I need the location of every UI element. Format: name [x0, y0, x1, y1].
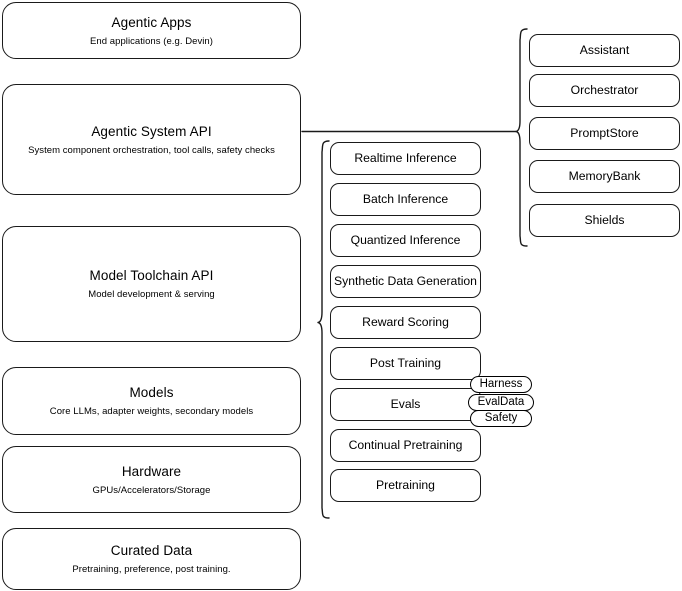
toolchain-item-label: Synthetic Data Generation — [334, 274, 477, 288]
evals-chip-label: Safety — [484, 412, 518, 424]
system-item-label: MemoryBank — [568, 169, 641, 183]
layer-hardware[interactable]: Hardware GPUs/Accelerators/Storage — [2, 446, 301, 513]
system-item-memorybank[interactable]: MemoryBank — [529, 160, 680, 193]
layer-subtitle: GPUs/Accelerators/Storage — [92, 484, 211, 496]
layer-agentic-apps[interactable]: Agentic Apps End applications (e.g. Devi… — [2, 2, 301, 59]
toolchain-item-label: Batch Inference — [362, 192, 449, 206]
layer-title: Curated Data — [110, 543, 193, 558]
system-item-shields[interactable]: Shields — [529, 204, 680, 237]
toolchain-item-label: Post Training — [369, 356, 442, 370]
layer-subtitle: Model development & serving — [88, 289, 215, 300]
system-item-promptstore[interactable]: PromptStore — [529, 117, 680, 150]
layer-subtitle: Core LLMs, adapter weights, secondary mo… — [49, 406, 254, 417]
layer-subtitle: End applications (e.g. Devin) — [90, 35, 213, 47]
layer-subtitle: Pretraining, preference, post training. — [72, 564, 231, 575]
toolchain-item-quantized-inference[interactable]: Quantized Inference — [330, 224, 481, 257]
system-item-orchestrator[interactable]: Orchestrator — [529, 74, 680, 107]
layer-title: Agentic System API — [91, 123, 212, 139]
evals-chip-harness[interactable]: Harness — [470, 376, 532, 393]
layer-curated-data[interactable]: Curated Data Pretraining, preference, po… — [2, 528, 301, 590]
system-item-label: Assistant — [579, 43, 630, 57]
layer-title: Models — [129, 385, 174, 400]
layer-title: Agentic Apps — [111, 14, 192, 30]
evals-chip-label: EvalData — [477, 396, 525, 408]
layer-title: Model Toolchain API — [89, 268, 214, 283]
layer-models[interactable]: Models Core LLMs, adapter weights, secon… — [2, 367, 301, 435]
toolchain-item-batch-inference[interactable]: Batch Inference — [330, 183, 481, 216]
toolchain-item-evals[interactable]: Evals — [330, 388, 481, 421]
system-item-label: Orchestrator — [570, 83, 639, 97]
toolchain-item-synthetic-data-generation[interactable]: Synthetic Data Generation — [330, 265, 481, 298]
toolchain-item-reward-scoring[interactable]: Reward Scoring — [330, 306, 481, 339]
toolchain-item-pretraining[interactable]: Pretraining — [330, 469, 481, 502]
toolchain-item-label: Quantized Inference — [350, 233, 461, 247]
brace-system-components — [515, 28, 528, 247]
toolchain-item-label: Continual Pretraining — [348, 438, 463, 452]
layer-model-toolchain-api[interactable]: Model Toolchain API Model development & … — [2, 226, 301, 342]
brace-toolchain-components — [317, 140, 330, 519]
evals-chip-evaldata[interactable]: EvalData — [468, 394, 534, 411]
toolchain-item-label: Reward Scoring — [362, 315, 449, 329]
layer-title: Hardware — [121, 463, 182, 479]
toolchain-item-continual-pretraining[interactable]: Continual Pretraining — [330, 429, 481, 462]
toolchain-item-label: Pretraining — [376, 478, 435, 492]
toolchain-item-label: Realtime Inference — [354, 151, 457, 165]
toolchain-item-label: Evals — [390, 397, 421, 411]
layer-agentic-system-api[interactable]: Agentic System API System component orch… — [2, 84, 301, 195]
system-item-label: PromptStore — [570, 126, 639, 140]
evals-chip-label: Harness — [479, 378, 523, 390]
layer-subtitle: System component orchestration, tool cal… — [28, 144, 275, 156]
evals-chip-safety[interactable]: Safety — [470, 410, 532, 427]
toolchain-item-realtime-inference[interactable]: Realtime Inference — [330, 142, 481, 175]
system-item-label: Shields — [584, 213, 625, 227]
system-item-assistant[interactable]: Assistant — [529, 34, 680, 67]
toolchain-item-post-training[interactable]: Post Training — [330, 347, 481, 380]
